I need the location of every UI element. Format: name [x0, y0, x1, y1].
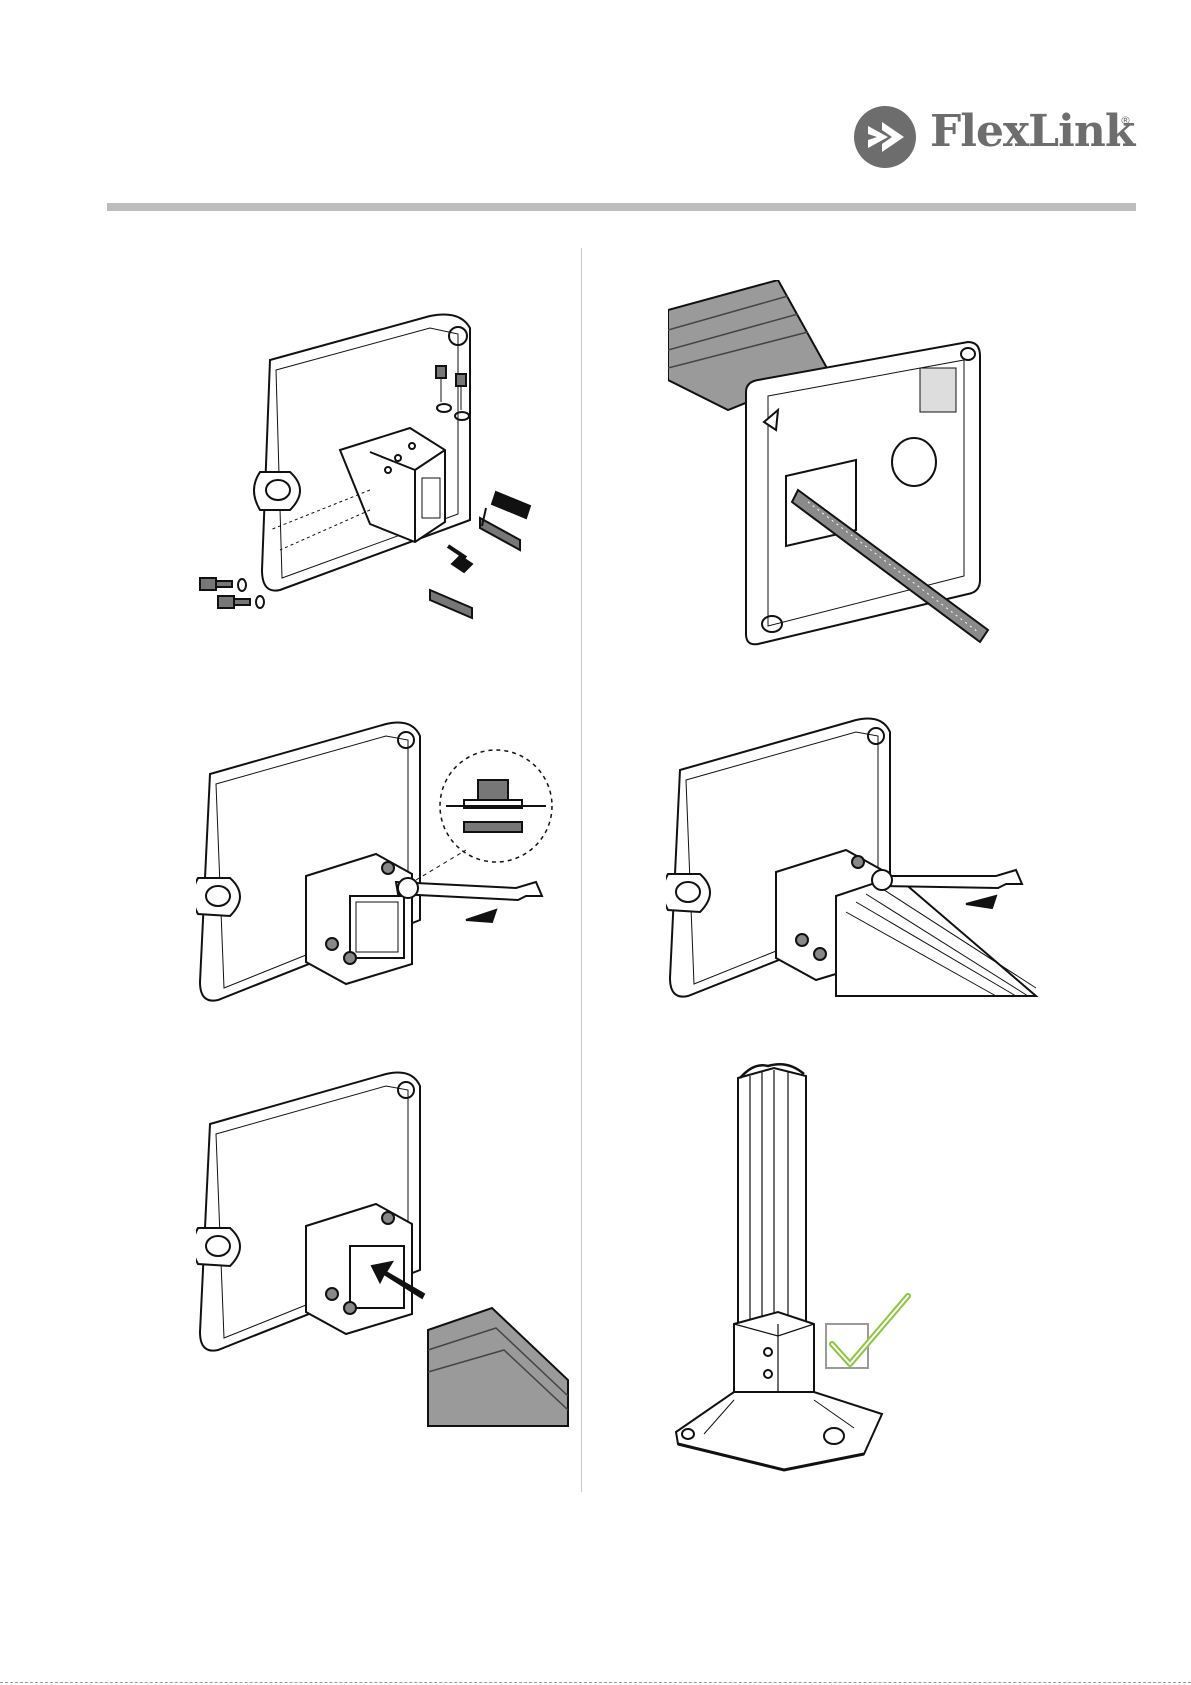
flexlink-logo: FlexLink ®: [852, 104, 1142, 176]
column-divider: [581, 248, 582, 1492]
step-6: [664, 1062, 924, 1482]
step-2: [668, 280, 1018, 650]
footer-dashed-rule: [0, 1682, 1191, 1683]
foot-bracket-wrench-tighten-illustration: [196, 710, 576, 1010]
registered-mark: ®: [1120, 114, 1131, 127]
step-5: [196, 1060, 576, 1440]
foot-with-beam-wrench-tighten-illustration: [666, 706, 1046, 1006]
step-3: [196, 710, 576, 1010]
step-4: [666, 706, 1046, 1006]
header-rule: [107, 203, 1136, 211]
assembled-upright-checkmark-illustration: [664, 1062, 924, 1482]
foot-bracket-bolts-exploded-illustration: [190, 310, 570, 630]
beam-insert-arrow-illustration: [196, 1060, 576, 1440]
step-1: [190, 310, 570, 630]
flexlink-chevron-icon: [852, 104, 918, 170]
beam-into-foot-with-tape-measure-illustration: [668, 280, 1018, 650]
brand-name: FlexLink: [930, 106, 1134, 157]
